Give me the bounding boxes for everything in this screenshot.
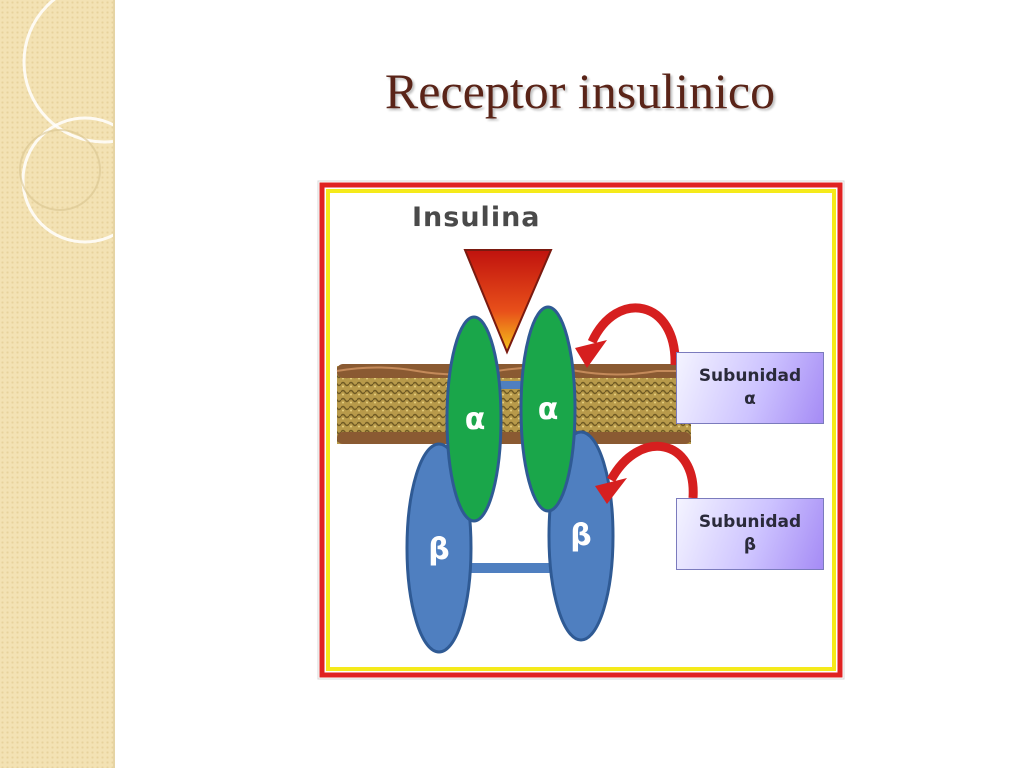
alpha-subunit-right (519, 305, 577, 513)
diagram-graphic (317, 180, 845, 680)
frame-outer-border (319, 182, 843, 678)
arrow-to-beta (595, 441, 698, 504)
callout-alpha-subunit: Subunidad α (676, 352, 824, 424)
arrow-to-alpha (575, 303, 680, 368)
alpha-symbol-right: α (537, 392, 559, 427)
callout-beta-line2: β (743, 535, 757, 555)
callout-alpha-line1: Subunidad (698, 366, 802, 387)
alpha-symbol-left: α (464, 402, 486, 437)
frame-inner-border (326, 189, 836, 671)
beta-symbol-right: β (570, 518, 592, 553)
insulin-receptor-diagram: Insulina α α β β Subunidad α Subunidad β (317, 180, 845, 680)
callout-beta-line1: Subunidad (698, 512, 802, 533)
decorative-side-band (0, 0, 115, 768)
cell-membrane (336, 364, 691, 444)
decorative-circles (19, 0, 113, 244)
callout-beta-subunit: Subunidad β (676, 498, 824, 570)
callout-alpha-line2: α (744, 389, 756, 409)
page-title: Receptor insulinico (384, 63, 776, 119)
insulin-label: Insulina (412, 202, 541, 233)
insulin-icon (463, 249, 553, 355)
alpha-subunit-left (445, 315, 503, 523)
beta-symbol-left: β (428, 532, 450, 567)
